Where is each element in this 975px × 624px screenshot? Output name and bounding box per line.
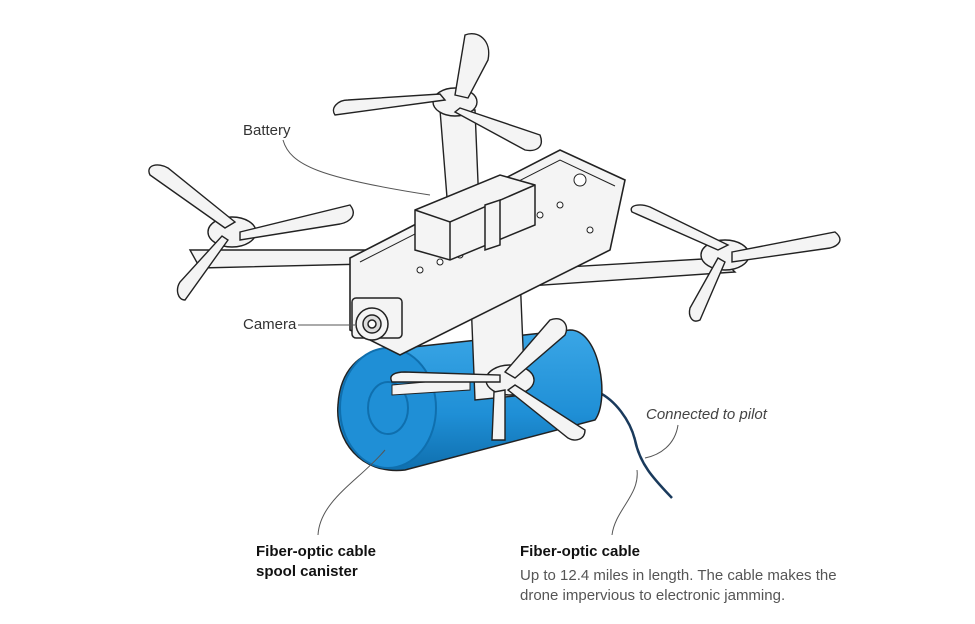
spool-canister-label: Fiber-optic cable spool canister bbox=[256, 542, 376, 582]
propeller-top bbox=[332, 33, 542, 152]
propeller-bottom bbox=[390, 318, 586, 441]
battery-leader bbox=[282, 139, 431, 196]
cable-desc-line1: Up to 12.4 miles in length. The cable ma… bbox=[520, 567, 837, 584]
spool-label-line2: spool canister bbox=[256, 563, 358, 580]
connected-to-pilot-label: Connected to pilot bbox=[646, 406, 767, 423]
battery bbox=[414, 174, 536, 261]
propeller-right bbox=[630, 204, 841, 322]
cable-leader bbox=[611, 469, 638, 536]
connected-leader bbox=[644, 424, 679, 459]
battery-label: Battery bbox=[243, 122, 291, 139]
spool-canister bbox=[337, 329, 603, 472]
fiber-cable-title: Fiber-optic cable bbox=[520, 543, 641, 560]
spool-label-line1: Fiber-optic cable bbox=[256, 543, 377, 560]
cable-desc-line2: drone impervious to electronic jamming. bbox=[520, 587, 786, 604]
camera bbox=[351, 297, 403, 341]
fiber-cable-description: Up to 12.4 miles in length. The cable ma… bbox=[520, 566, 850, 606]
fiber-cable-line bbox=[597, 390, 673, 499]
spool-leader bbox=[317, 449, 386, 536]
propeller-left bbox=[148, 164, 354, 301]
camera-label: Camera bbox=[243, 316, 297, 333]
